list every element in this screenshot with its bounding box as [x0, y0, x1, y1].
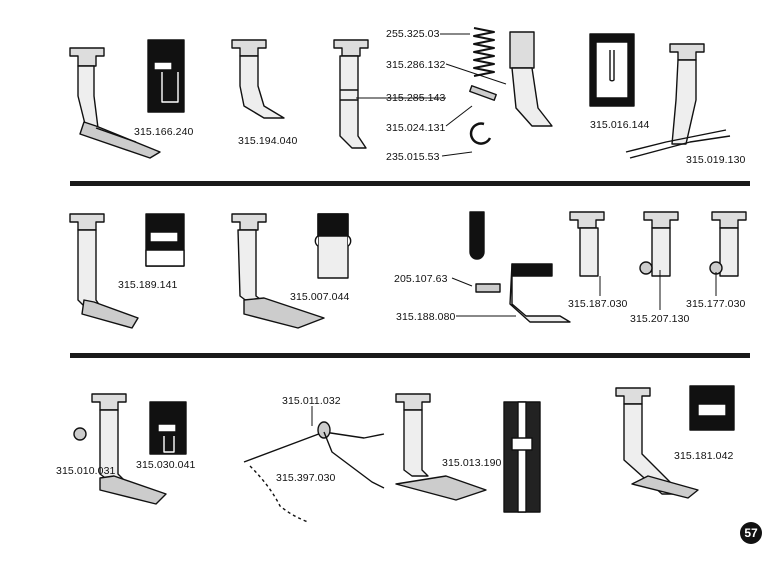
part-label: 315.181.042 — [674, 450, 734, 462]
pin-315-024-131-drawing — [469, 85, 497, 101]
presser-foot-315-013-190-drawing — [395, 393, 487, 501]
presser-foot-315-207-130-drawing — [639, 211, 679, 277]
clip-235-015-53-drawing — [469, 122, 492, 145]
row-divider-2 — [70, 353, 750, 358]
part-label: 315.011.032 — [282, 395, 341, 407]
presser-foot-315-181-042-drawing — [615, 387, 699, 499]
part-label: 315.007.044 — [290, 291, 350, 303]
sole-plate-315-030-041 — [149, 401, 187, 455]
part-label: 315.187.030 — [568, 298, 628, 310]
part-label: 205.107.63 — [394, 273, 448, 285]
part-label: 315.194.040 — [238, 135, 298, 147]
part-label: 315.189.141 — [118, 279, 178, 291]
spring-255-325-03-drawing — [473, 27, 495, 77]
part-label: 315.177.030 — [686, 298, 746, 310]
part-label: 315.397.030 — [276, 472, 336, 484]
presser-foot-315-189-141-drawing — [69, 213, 139, 329]
part-label: 235.015.53 — [386, 151, 440, 163]
presser-foot-315-285-143-drawing — [333, 39, 369, 149]
sole-plate-315-013-190 — [503, 401, 541, 513]
presser-foot-315-194-040-drawing — [231, 39, 285, 119]
presser-foot-315-286-132-drawing — [509, 31, 553, 127]
part-label: 315.024.131 — [386, 122, 446, 134]
presser-foot-315-187-030-drawing — [569, 211, 605, 277]
page-number-badge: 57 — [740, 522, 762, 544]
sole-plate-1 — [147, 39, 185, 113]
row-divider-1 — [70, 181, 750, 186]
sole-plate-315-016-144 — [589, 33, 635, 107]
presser-foot-315-177-030-drawing — [709, 211, 747, 277]
part-label: 315.286.132 — [386, 59, 446, 71]
presser-foot-315-019-130-drawing — [625, 43, 731, 159]
part-label: 315.019.130 — [686, 154, 746, 166]
part-label: 315.013.190 — [442, 457, 502, 469]
part-label: 315.166.240 — [134, 126, 194, 138]
sole-plate-315-181-042 — [689, 385, 735, 431]
presser-foot-315-007-044-drawing — [231, 213, 325, 329]
part-label: 315.188.080 — [396, 311, 456, 323]
part-label: 255.325.03 — [386, 28, 440, 40]
sole-plate-3 — [314, 213, 352, 279]
part-label: 315.030.041 — [136, 459, 196, 471]
part-label: 315.016.144 — [590, 119, 650, 131]
part-label: 315.010.031 — [56, 465, 116, 477]
presser-foot-315-010-031-drawing — [73, 393, 167, 505]
presser-foot-315-166-240-drawing — [69, 47, 161, 159]
sole-plate-2 — [145, 213, 185, 267]
presser-foot-315-188-080-drawing — [469, 211, 571, 323]
part-label: 315.207.130 — [630, 313, 690, 325]
part-label: 315.285.143 — [386, 92, 446, 104]
quilting-guide-drawing — [243, 421, 385, 523]
